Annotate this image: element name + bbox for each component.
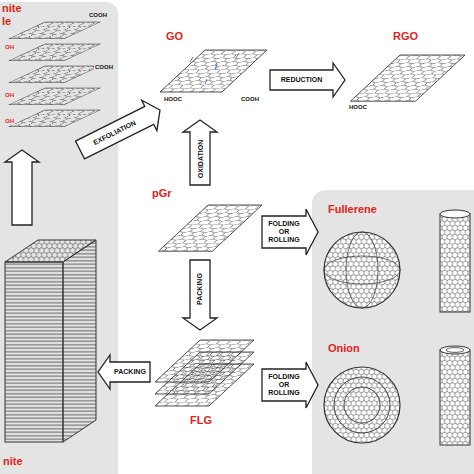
group-label: COOH xyxy=(88,12,108,19)
process-label: PACKING xyxy=(112,368,148,376)
carbon-onion xyxy=(320,363,404,447)
panel xyxy=(312,190,474,474)
structure-node: nitele xyxy=(0,0,85,150)
node-label: pGr xyxy=(152,187,172,200)
node-label: GO xyxy=(166,30,183,43)
node-label: RGO xyxy=(393,30,418,43)
multiwall-nanotube xyxy=(440,346,470,445)
group-label: OH xyxy=(4,118,15,125)
structure-node: FLG xyxy=(150,330,262,430)
structure-node: Onion xyxy=(318,338,472,448)
block-arrow xyxy=(262,209,318,255)
block-arrow xyxy=(98,355,150,389)
go-sheet xyxy=(160,50,267,92)
block-arrow xyxy=(262,362,318,408)
block-arrow xyxy=(183,260,217,330)
process-label: OXIDATION xyxy=(196,134,204,183)
fullerene-ball xyxy=(320,228,404,312)
panel xyxy=(0,2,118,474)
graphite-oxide-stack xyxy=(9,22,100,127)
group-label: OH xyxy=(4,92,15,99)
flg-sheets xyxy=(155,340,254,406)
node-label: nite xyxy=(2,2,22,15)
process-label: REDUCTION xyxy=(272,76,331,84)
process-label: FOLDING OR ROLLING xyxy=(264,373,304,397)
pristine-graphene-sheet xyxy=(159,205,263,251)
block-arrow xyxy=(76,100,161,159)
process-label: PACKING xyxy=(196,262,204,316)
group-label: COOH xyxy=(240,96,260,103)
nanotube xyxy=(440,210,470,312)
structure-node: RGO xyxy=(345,30,470,135)
group-label: HOOC xyxy=(348,104,368,111)
group-label: HOOC xyxy=(163,96,183,103)
rgo-sheet xyxy=(351,55,466,101)
group-label: COOH xyxy=(94,64,114,71)
structure-node: pGr xyxy=(150,185,262,260)
structure-node: Fullerene xyxy=(318,200,472,318)
graphite-block xyxy=(5,240,96,442)
structure-node: GO xyxy=(160,30,270,120)
group-label: OH xyxy=(4,44,15,51)
node-label: FLG xyxy=(190,414,212,427)
node-label: nite xyxy=(3,455,23,468)
node-label: Fullerene xyxy=(328,203,377,216)
process-label: FOLDING OR ROLLING xyxy=(264,220,304,244)
block-arrow xyxy=(183,120,217,185)
block-arrow xyxy=(270,63,345,97)
go-groups xyxy=(190,53,239,84)
structure-node: nite xyxy=(0,225,98,470)
node-label: le xyxy=(2,15,11,28)
block-arrow xyxy=(5,150,39,225)
node-label: Onion xyxy=(328,342,360,355)
